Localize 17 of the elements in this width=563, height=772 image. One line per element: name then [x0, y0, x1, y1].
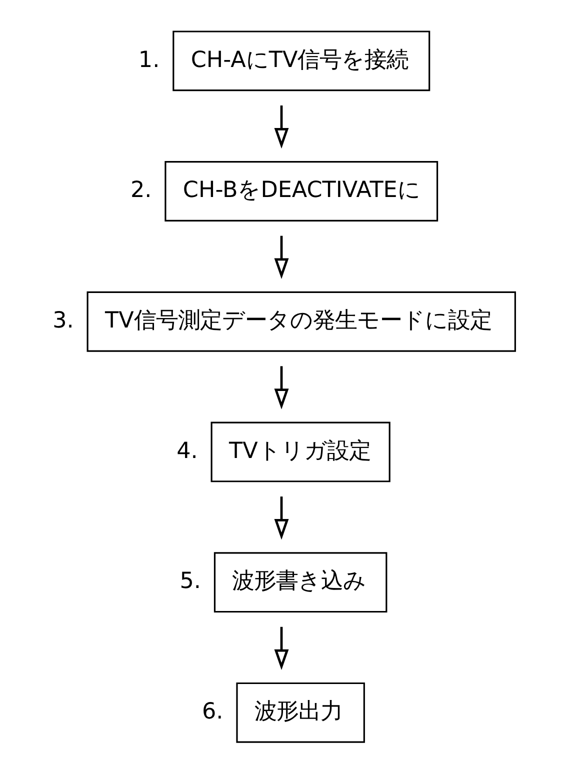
node-label: 3. — [52, 308, 74, 334]
arrow — [274, 496, 289, 540]
arrow — [274, 366, 289, 410]
arrow — [274, 626, 289, 670]
node-box: CH-AにTV信号を接続 — [172, 30, 430, 92]
node-box: 波形出力 — [236, 682, 365, 743]
arrow — [274, 236, 289, 279]
node-box: TVトリガ設定 — [210, 422, 390, 482]
arrow — [274, 105, 289, 149]
node-label: 4. — [176, 438, 198, 464]
node-label: 1. — [138, 46, 160, 73]
node-label: 5. — [180, 568, 201, 594]
node-label: 2. — [130, 177, 152, 204]
node-box: TV信号測定データの発生モードに設定 — [86, 291, 516, 352]
node-box: 波形書き込み — [214, 552, 388, 613]
node-box: CH-BをDEACTIVATEに — [164, 161, 438, 222]
node-label: 6. — [202, 698, 224, 725]
